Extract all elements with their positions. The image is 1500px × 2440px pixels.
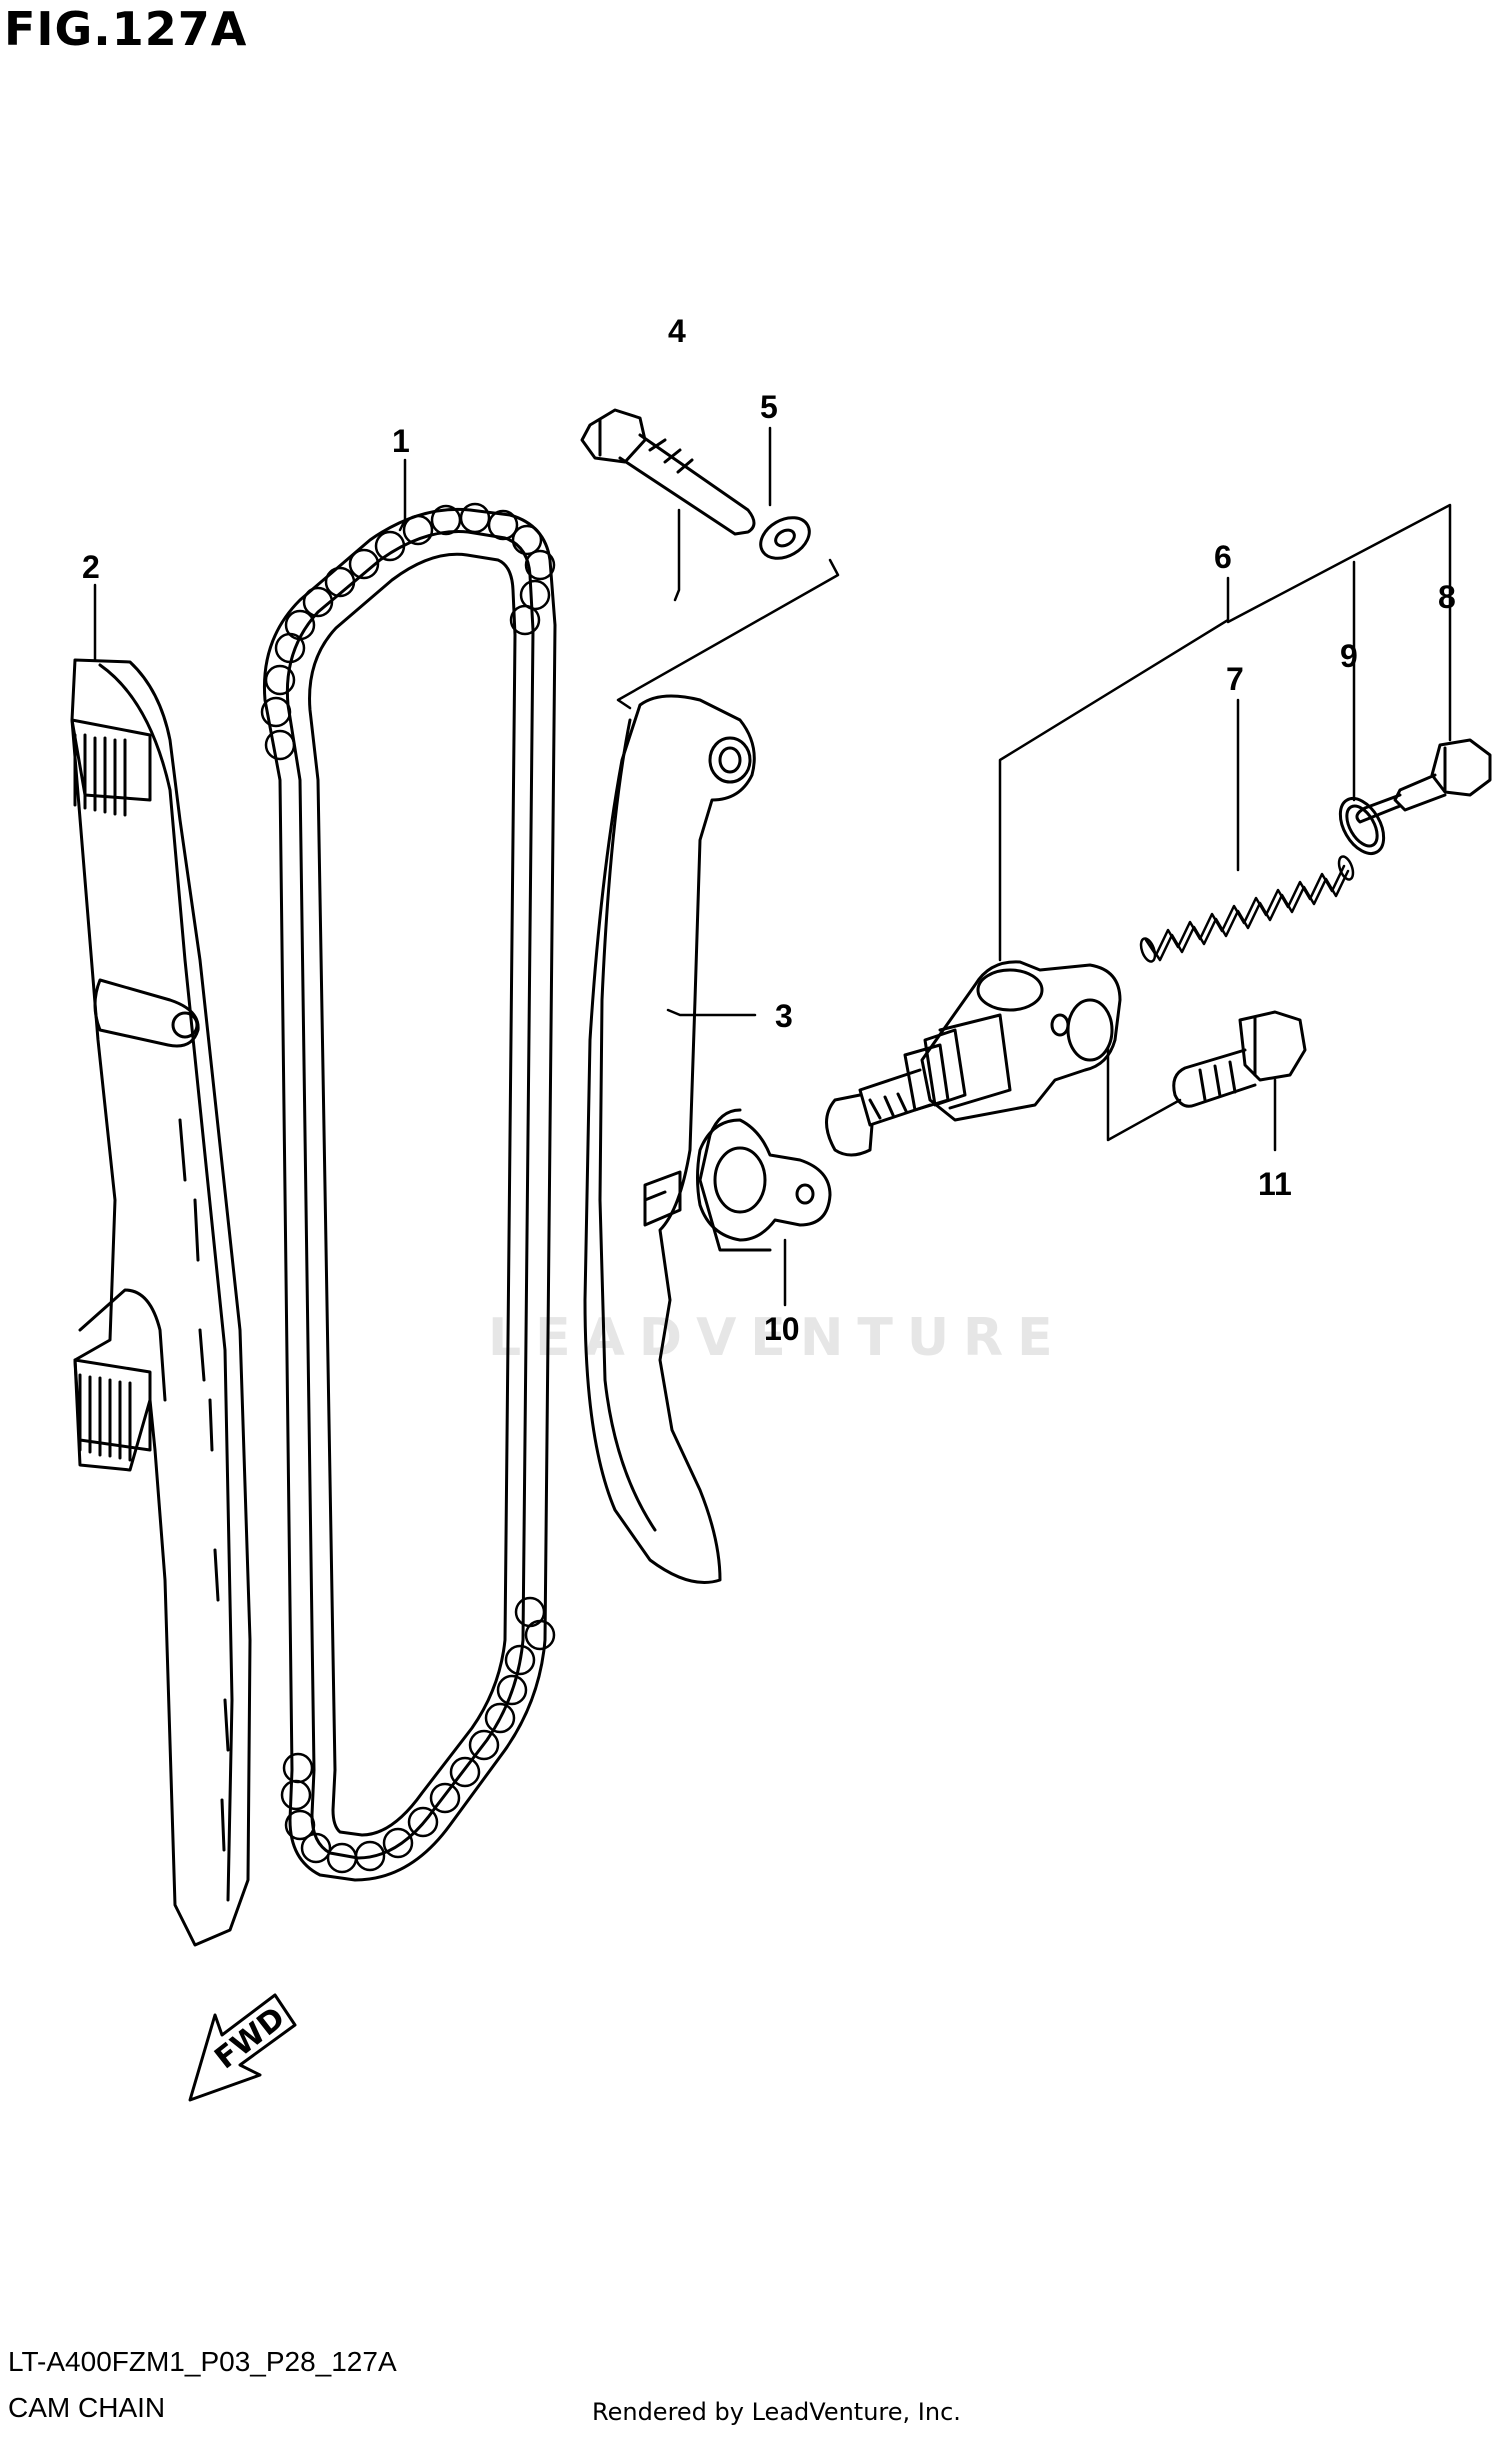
bolt-icon[interactable] — [1172, 1010, 1307, 1108]
figure-name: CAM CHAIN — [8, 2392, 166, 2423]
cam-chain-icon[interactable] — [260, 502, 557, 1882]
chain-guide-icon[interactable] — [70, 658, 252, 1947]
gasket-icon[interactable] — [696, 1108, 832, 1252]
figure-title: FIG.127A — [4, 2, 248, 56]
callout-5[interactable]: 5 — [760, 389, 778, 425]
callout-1[interactable]: 1 — [392, 423, 410, 459]
callout-10[interactable]: 10 — [764, 1311, 800, 1347]
rendered-by: Rendered by LeadVenture, Inc. — [592, 2398, 961, 2426]
cap-bolt-icon[interactable] — [1355, 738, 1492, 824]
figure-code: LT-A400FZM1_P03_P28_127A — [8, 2346, 397, 2377]
tensioner-arm-icon[interactable] — [583, 694, 756, 1584]
gasket-ring-icon[interactable] — [1331, 791, 1392, 861]
pivot-bolt-icon[interactable] — [580, 408, 756, 536]
leader-lines — [93, 426, 1452, 1307]
callout-8[interactable]: 8 — [1438, 579, 1456, 615]
fwd-label: FWD — [208, 2000, 291, 2076]
spring-icon[interactable] — [1138, 855, 1355, 964]
callout-3[interactable]: 3 — [775, 998, 793, 1034]
callout-7[interactable]: 7 — [1226, 661, 1244, 697]
watermark: LEADVENTURE — [488, 1308, 1067, 1368]
callout-6[interactable]: 6 — [1214, 539, 1232, 575]
washer-icon[interactable] — [753, 509, 816, 566]
callout-9[interactable]: 9 — [1340, 638, 1358, 674]
callout-2[interactable]: 2 — [82, 549, 100, 585]
fwd-arrow-icon: FWD — [188, 1993, 297, 2102]
tensioner-adjuster-icon[interactable] — [825, 960, 1122, 1157]
callout-4[interactable]: 4 — [668, 313, 686, 349]
callout-11[interactable]: 11 — [1258, 1166, 1292, 1202]
callouts: 1 2 3 4 5 6 7 8 9 10 11 — [82, 313, 1456, 1347]
